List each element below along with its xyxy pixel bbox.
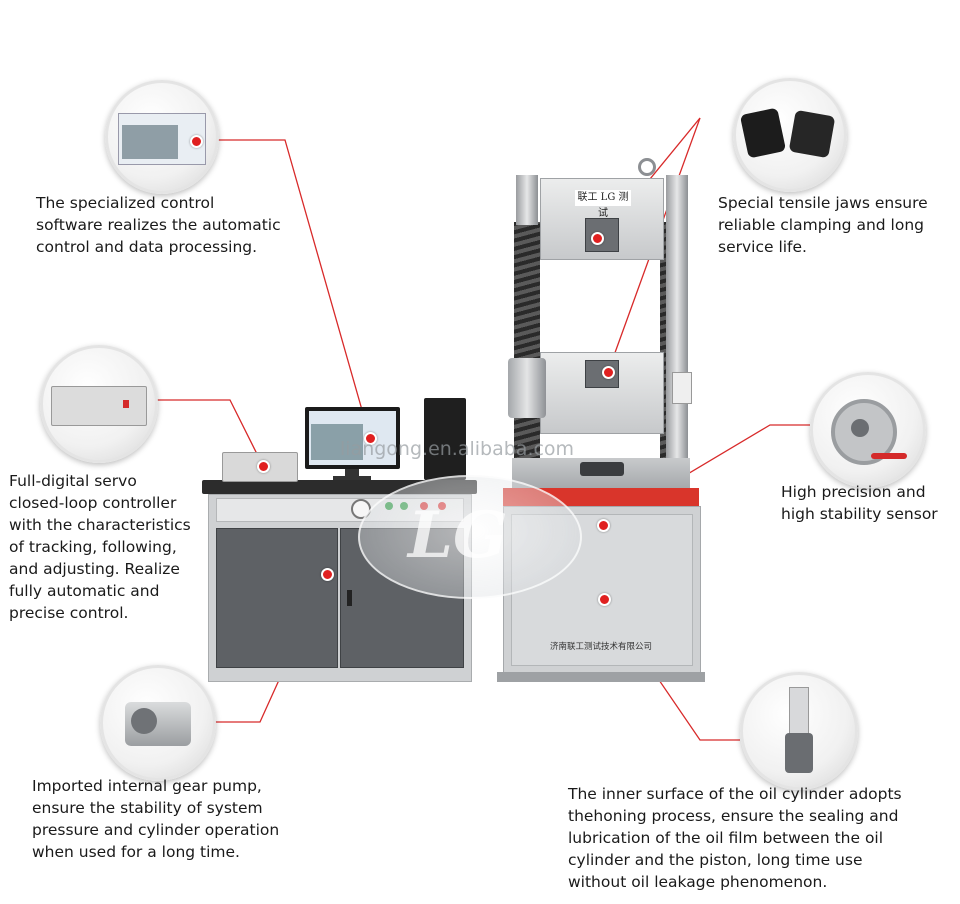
piston-plate <box>580 462 624 476</box>
jaw-upper-marker <box>591 232 604 245</box>
left-guide-bar <box>516 175 538 225</box>
leader-controller <box>152 399 264 467</box>
controller-bubble <box>40 345 158 463</box>
door-lock <box>347 590 352 606</box>
watermark-letters: LG <box>408 498 508 573</box>
pump-marker <box>321 568 334 581</box>
jaw-lower-marker <box>602 366 615 379</box>
pc-tower <box>424 398 466 480</box>
cylinder-bubble <box>740 672 858 790</box>
caption-cylinder: The inner surface of the oil cylinder ad… <box>568 785 902 891</box>
company-plate: 济南联工测试技术有限公司 <box>550 642 653 652</box>
software-bubble-dot <box>190 135 203 148</box>
base-foot <box>497 672 705 682</box>
leader-software <box>205 139 371 439</box>
caption-pump: Imported internal gear pump, ensure the … <box>32 777 280 861</box>
caption-software: The specialized control software realize… <box>36 194 281 256</box>
left-screw-column <box>514 222 540 470</box>
sensor-marker <box>597 519 610 532</box>
indicator-panel <box>672 372 692 404</box>
watermark-logo <box>358 475 582 599</box>
right-guide-bar <box>666 175 688 475</box>
jaws-bubble <box>733 78 847 192</box>
controller-marker <box>257 460 270 473</box>
caption-jaws: Special tensile jaws ensure reliable cla… <box>718 194 928 256</box>
caption-sensor: High precision and high stability sensor <box>781 483 938 523</box>
pump-bubble <box>100 665 216 781</box>
watermark-url: liangong.en.alibaba.com <box>340 438 575 460</box>
monitor-marker <box>364 432 377 445</box>
software-bubble <box>105 80 219 194</box>
caption-controller: Full-digital servo closed-loop controlle… <box>9 472 191 622</box>
left-collar <box>508 358 546 418</box>
cabinet-door-left <box>216 528 338 668</box>
lifting-eye <box>638 158 656 176</box>
sensor-bubble <box>810 372 926 488</box>
cylinder-marker <box>598 593 611 606</box>
frame-brand-plate: 联工 LG 测试 <box>575 190 631 219</box>
